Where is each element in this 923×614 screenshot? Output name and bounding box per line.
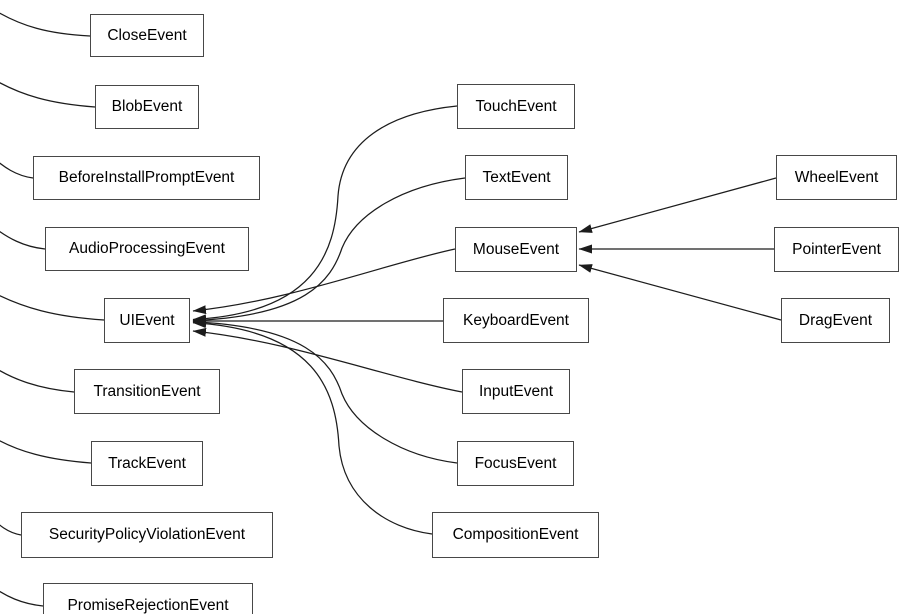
node-label: BeforeInstallPromptEvent [58, 169, 235, 187]
edge-transitionevent-to-offscreen [0, 369, 75, 393]
node-label: WheelEvent [794, 168, 879, 186]
node-label: FocusEvent [474, 454, 557, 472]
edge-mouseevent-to-uievent [192, 248, 456, 315]
node-audioprocessingevent: AudioProcessingEvent [45, 227, 249, 271]
node-label: CloseEvent [107, 26, 187, 44]
edge-wheelevent-to-mouseevent [578, 177, 777, 233]
node-keyboardevent: KeyboardEvent [443, 298, 589, 343]
node-label: AudioProcessingEvent [69, 240, 225, 258]
node-compositionevent: CompositionEvent [432, 512, 599, 558]
node-uievent: UIEvent [104, 298, 190, 343]
node-label: CompositionEvent [452, 526, 579, 544]
edge-promiserejectionevent-to-offscreen [0, 590, 44, 607]
node-label: SecurityPolicyViolationEvent [48, 526, 246, 544]
edge-compositionevent-to-uievent [192, 319, 433, 535]
node-touchevent: TouchEvent [457, 84, 575, 129]
node-label: PromiseRejectionEvent [67, 596, 229, 614]
node-label: MouseEvent [472, 240, 560, 258]
node-closeevent: CloseEvent [90, 14, 204, 57]
edge-blobevent-to-offscreen [0, 82, 96, 108]
edge-inputevent-to-uievent [192, 327, 463, 393]
node-label: DragEvent [798, 311, 873, 329]
node-mouseevent: MouseEvent [455, 227, 577, 272]
edge-textevent-to-uievent [192, 177, 466, 325]
node-securitypolicyviolationevent: SecurityPolicyViolationEvent [21, 512, 273, 558]
node-label: KeyboardEvent [463, 311, 569, 329]
node-textevent: TextEvent [465, 155, 568, 200]
edge-uievent-to-offscreen [0, 295, 105, 321]
node-focusevent: FocusEvent [457, 441, 574, 486]
edge-trackevent-to-offscreen [0, 440, 92, 464]
node-wheelevent: WheelEvent [776, 155, 897, 200]
node-inputevent: InputEvent [462, 369, 570, 414]
edge-closeevent-to-offscreen [0, 12, 91, 37]
node-blobevent: BlobEvent [95, 85, 199, 129]
node-beforeinstallpromptevent: BeforeInstallPromptEvent [33, 156, 260, 200]
node-transitionevent: TransitionEvent [74, 369, 220, 414]
node-dragevent: DragEvent [781, 298, 890, 343]
node-trackevent: TrackEvent [91, 441, 203, 486]
edge-dragevent-to-mouseevent [578, 264, 782, 321]
node-pointerevent: PointerEvent [774, 227, 899, 272]
node-label: PointerEvent [792, 240, 881, 258]
node-label: TransitionEvent [93, 382, 201, 400]
node-promiserejectionevent: PromiseRejectionEvent [43, 583, 253, 614]
node-label: BlobEvent [111, 98, 183, 116]
node-label: TouchEvent [475, 97, 557, 115]
node-label: TextEvent [482, 168, 551, 186]
node-label: UIEvent [119, 311, 175, 329]
edge-focusevent-to-uievent [192, 317, 458, 464]
edge-securitypolicyviolationevent-to-offscreen [0, 524, 22, 536]
edge-touchevent-to-uievent [192, 105, 458, 324]
node-label: InputEvent [478, 382, 554, 400]
node-label: TrackEvent [108, 454, 186, 472]
edge-beforeinstallpromptevent-to-offscreen [0, 162, 34, 179]
edge-audioprocessingevent-to-offscreen [0, 230, 46, 250]
